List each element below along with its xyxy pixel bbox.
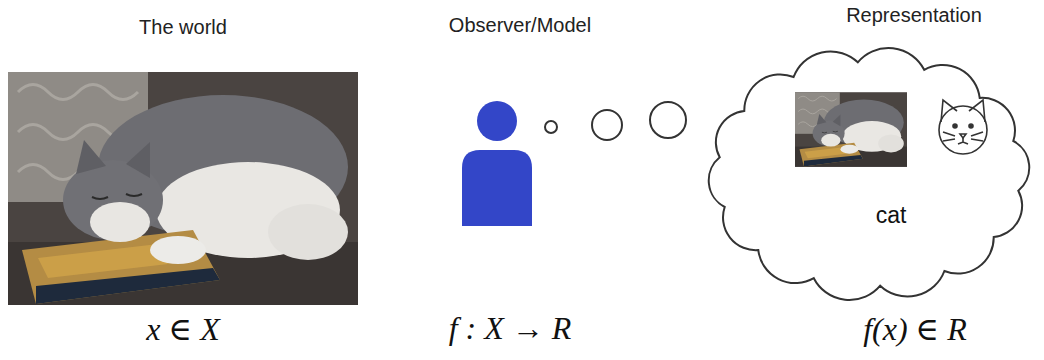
math-formula: f(x) ∈ R — [863, 310, 967, 348]
cloud-outline — [698, 42, 1040, 306]
column-heading: Observer/Model — [449, 14, 591, 37]
thought-cloud: cat — [698, 42, 1040, 306]
column-heading: Representation — [846, 4, 982, 27]
column-heading: The world — [139, 16, 227, 39]
math-formula: x ∈ X — [146, 310, 219, 348]
cloud-text: cat — [876, 202, 907, 229]
math-formula: f : X → R — [449, 310, 572, 347]
